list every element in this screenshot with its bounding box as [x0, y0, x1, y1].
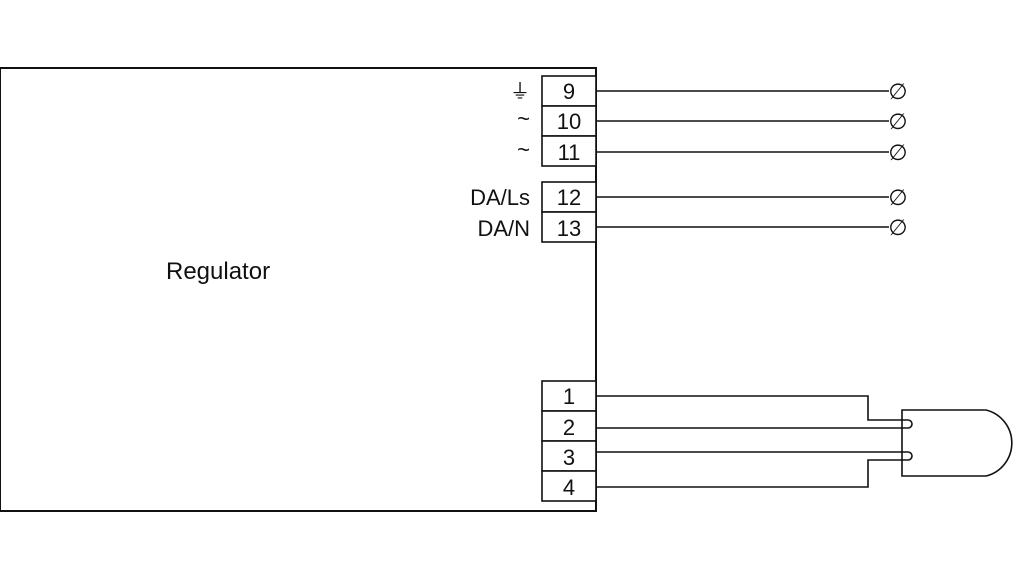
- regulator-box: [0, 67, 597, 512]
- terminal-12-symbol: DA/Ls: [470, 185, 530, 210]
- terminal-13-box: [541, 211, 597, 243]
- terminal-9-number: 9: [563, 79, 575, 104]
- terminal-11-number: 11: [558, 140, 581, 165]
- terminal-11-box: [541, 135, 597, 167]
- connector-12-icon: ∅: [888, 185, 907, 210]
- terminal-2-number: 2: [563, 415, 575, 440]
- terminal-10-number: 10: [557, 109, 581, 134]
- lamp-icon: [901, 409, 1013, 477]
- wire-4: [596, 459, 902, 488]
- terminal-3-box: [541, 440, 597, 472]
- terminal-1-box: [541, 380, 597, 412]
- connector-13-icon: ∅: [888, 215, 907, 240]
- connector-11-icon: ∅: [888, 140, 907, 165]
- terminal-12-number: 12: [557, 185, 581, 210]
- terminal-1-number: 1: [563, 384, 575, 409]
- terminal-10-symbol: ~: [517, 106, 530, 131]
- terminal-4-number: 4: [563, 475, 575, 500]
- wire-1: [596, 395, 902, 421]
- earth-symbol-icon: ⏚: [510, 81, 530, 103]
- terminal-11-symbol: ~: [517, 137, 530, 162]
- regulator-label: Regulator: [166, 258, 270, 285]
- terminal-13-symbol: DA/N: [477, 216, 530, 241]
- connector-9-icon: ∅: [888, 79, 907, 104]
- terminal-13-number: 13: [557, 216, 581, 241]
- terminal-3-number: 3: [563, 445, 575, 470]
- wire-2: [596, 419, 913, 429]
- terminal-4-box: [541, 470, 597, 502]
- lamp-filament-lower: [902, 451, 913, 461]
- lamp-filament-upper: [902, 419, 913, 429]
- wire-3: [596, 451, 913, 461]
- connector-10-icon: ∅: [888, 109, 907, 134]
